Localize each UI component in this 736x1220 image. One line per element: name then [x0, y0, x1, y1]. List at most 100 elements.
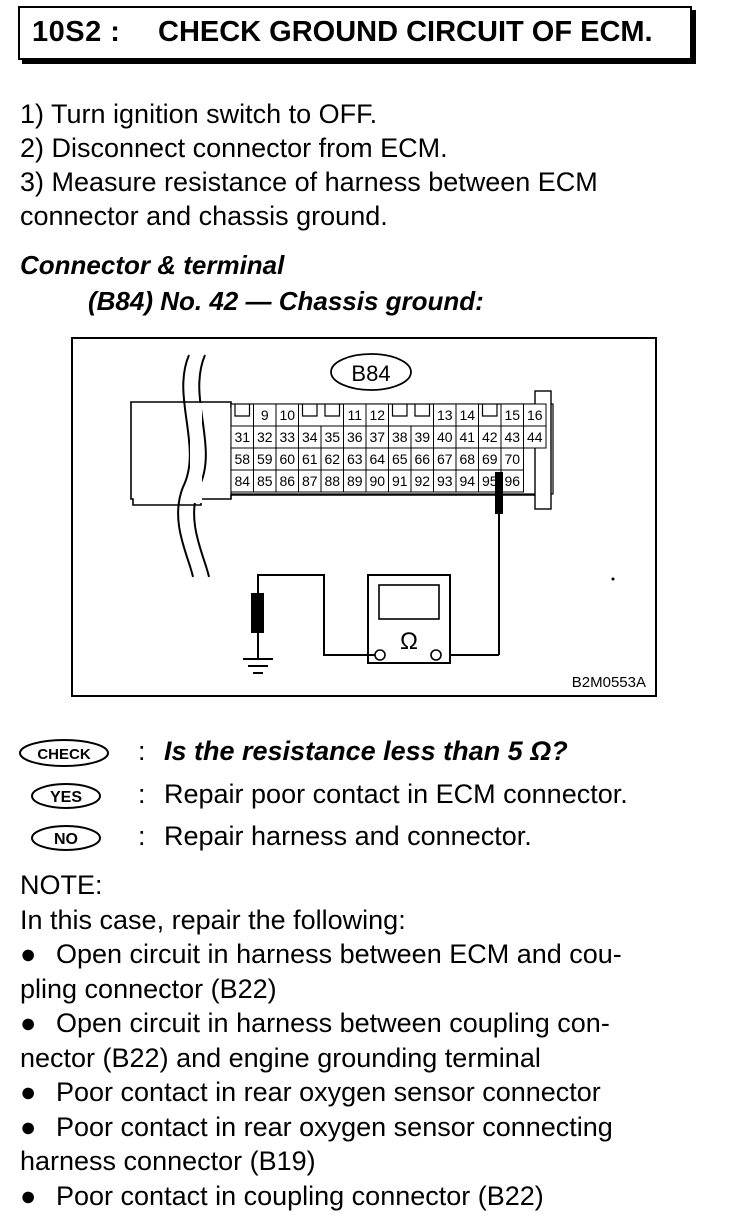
pin-number: 87	[302, 473, 318, 489]
pin-number: 34	[302, 429, 318, 445]
connector-label-oval	[330, 353, 412, 391]
pin-number: 92	[414, 473, 430, 489]
pin-number: 9	[261, 407, 269, 423]
pin-number: 86	[279, 473, 295, 489]
pin-number: 58	[234, 451, 250, 467]
section-code: 10S2 :	[32, 16, 121, 48]
pin-number: 32	[257, 429, 273, 445]
pin-number: 91	[392, 473, 408, 489]
connector-heading: Connector & terminal	[20, 250, 285, 280]
no-colon: :	[138, 821, 146, 851]
pin-number: 12	[369, 407, 385, 423]
yes-answer: Repair poor contact in ECM connector.	[164, 779, 628, 809]
section-title: CHECK GROUND CIRCUIT OF ECM.	[158, 16, 653, 48]
pin-number: 65	[392, 451, 408, 467]
check-colon: :	[138, 736, 146, 766]
pin-slot-empty	[391, 404, 408, 417]
pin-number: 84	[234, 473, 250, 489]
figure-code: B2M0553A	[572, 674, 646, 691]
pin-number: 94	[459, 473, 475, 489]
yes-badge-label: YES	[50, 789, 82, 806]
note-section: NOTE: In this case, repair the following…	[20, 868, 712, 1213]
ground-lead-wire	[257, 574, 375, 656]
pin-number: 67	[437, 451, 453, 467]
cable-gap	[190, 403, 202, 503]
pin-number: 68	[459, 451, 475, 467]
step-1: 1) Turn ignition switch to OFF.	[20, 99, 378, 129]
step-3: 3) Measure resistance of harness between…	[20, 167, 598, 197]
pin-number: 16	[527, 407, 543, 423]
note-item-continued: pling connector (B22)	[20, 973, 277, 1004]
connector-label: B84	[351, 361, 390, 386]
note-item: ●Poor contact in rear oxygen sensor conn…	[20, 1075, 712, 1110]
bullet: ●	[20, 939, 37, 969]
note-item-continued: harness connector (B19)	[20, 1146, 316, 1176]
pin-number: 59	[257, 451, 273, 467]
cable-break-line	[177, 354, 194, 578]
bullet: ●	[20, 1111, 37, 1142]
pin-slot-empty	[324, 404, 341, 417]
check-badge: CHECK	[19, 739, 109, 767]
step-2: 2) Disconnect connector from ECM.	[20, 133, 448, 163]
pin-number: 35	[324, 429, 340, 445]
section-title-box: 10S2 : CHECK GROUND CIRCUIT OF ECM.	[18, 6, 692, 60]
connector-terminal-detail: (B84) No. 42 — Chassis ground:	[88, 286, 484, 316]
note-item: ●Poor contact in rear oxygen sensor conn…	[20, 1110, 712, 1145]
ground-probe	[251, 593, 264, 633]
pin-slot-empty	[301, 404, 318, 417]
ohm-symbol: Ω	[400, 628, 418, 655]
pin-number: 33	[279, 429, 295, 445]
note-item: ●Open circuit in harness between couplin…	[20, 1006, 712, 1041]
speck	[611, 577, 615, 581]
pin-number: 14	[459, 407, 475, 423]
note-label: NOTE:	[20, 870, 103, 900]
pin-number: 43	[504, 429, 520, 445]
no-badge: NO	[31, 825, 101, 851]
pin-number: 63	[347, 451, 363, 467]
pin-number: 39	[414, 429, 430, 445]
pin-number: 66	[414, 451, 430, 467]
pin-number: 10	[279, 407, 295, 423]
ohmmeter-terminal	[430, 649, 442, 661]
yes-colon: :	[138, 779, 146, 809]
pin-number: 13	[437, 407, 453, 423]
pin-slot-empty	[414, 404, 431, 417]
yes-badge: YES	[31, 783, 101, 809]
pin-number: 44	[527, 429, 543, 445]
pin-number: 38	[392, 429, 408, 445]
pin-slot-empty	[234, 404, 251, 417]
pin-number: 85	[257, 473, 273, 489]
check-question: Is the resistance less than 5 Ω?	[164, 736, 568, 766]
note-item: ●Poor contact in coupling connector (B22…	[20, 1179, 712, 1214]
step-3-continued: connector and chassis ground.	[20, 201, 388, 231]
bullet: ●	[20, 1180, 37, 1211]
no-answer: Repair harness and connector.	[164, 821, 532, 851]
pin-number: 93	[437, 473, 453, 489]
pin-number: 40	[437, 429, 453, 445]
check-badge-label: CHECK	[37, 746, 91, 763]
pin-number: 64	[369, 451, 385, 467]
figure-frame	[71, 337, 657, 697]
pin-number: 41	[459, 429, 475, 445]
pin-number: 88	[324, 473, 340, 489]
pin-number: 31	[234, 429, 250, 445]
pin-number: 62	[324, 451, 340, 467]
pin-number: 36	[347, 429, 363, 445]
procedure-steps: 1) Turn ignition switch to OFF. 2) Disco…	[20, 97, 710, 233]
pin-slot-empty	[481, 404, 498, 417]
pin-number: 89	[347, 473, 363, 489]
pin-number: 11	[347, 407, 362, 423]
ohmmeter-display	[378, 584, 440, 620]
no-badge-label: NO	[54, 831, 78, 848]
pin-number: 95	[482, 473, 498, 489]
pin-number: 60	[279, 451, 295, 467]
note-item-continued: nector (B22) and engine grounding termin…	[20, 1042, 541, 1073]
pin-number: 70	[504, 451, 520, 467]
pin-number: 15	[504, 407, 520, 423]
bullet: ●	[20, 1077, 37, 1107]
note-intro: In this case, repair the following:	[20, 904, 406, 935]
pin-number: 42	[482, 429, 498, 445]
